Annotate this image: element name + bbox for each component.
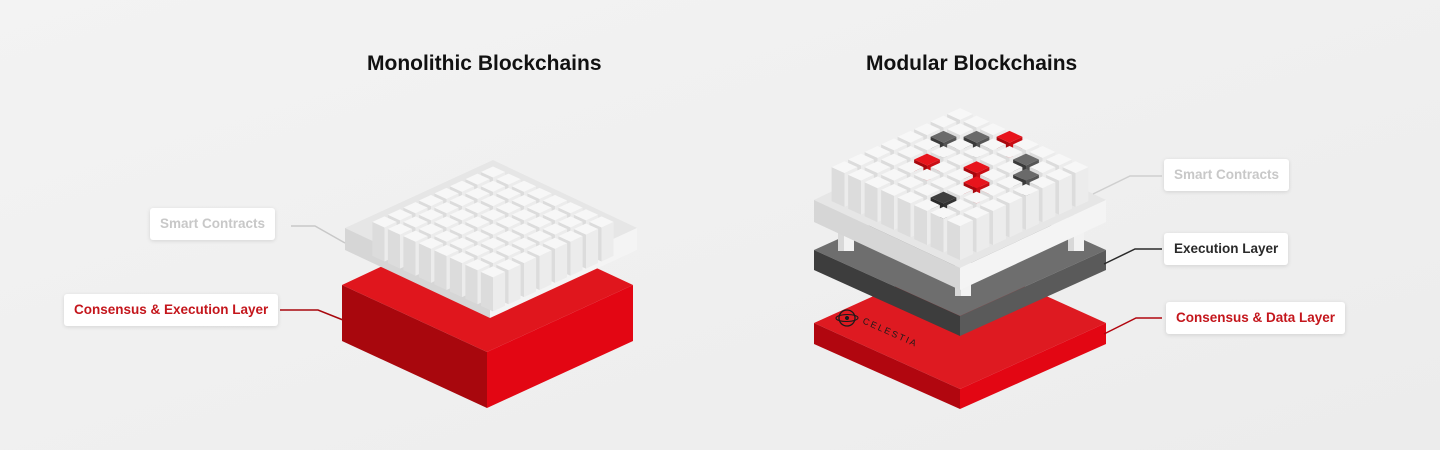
monolithic-stack [342, 160, 637, 408]
celestia-logo-icon [835, 309, 859, 327]
connector-smart-contracts [291, 225, 346, 244]
monolithic-title: Monolithic Blockchains [367, 52, 602, 75]
contract-cell [480, 266, 506, 312]
label-consensus-data-layer: Consensus & Data Layer [1166, 302, 1346, 334]
connector-smart-contracts-modular [1092, 175, 1162, 195]
contract-cell [947, 214, 973, 261]
contract-cells-grid [372, 166, 614, 312]
label-smart-contracts-modular: Smart Contracts [1164, 159, 1290, 191]
contract-cells-grid-modular [831, 108, 1089, 261]
connector-consensus-execution [280, 309, 344, 321]
connector-consensus-data [1103, 317, 1162, 335]
label-execution-layer: Execution Layer [1164, 233, 1289, 265]
modular-stack: CELESTIA [814, 108, 1106, 409]
label-smart-contracts: Smart Contracts [150, 208, 276, 240]
label-consensus-execution-layer: Consensus & Execution Layer [64, 294, 279, 326]
connector-execution [1103, 248, 1162, 265]
modular-title: Modular Blockchains [866, 52, 1078, 75]
